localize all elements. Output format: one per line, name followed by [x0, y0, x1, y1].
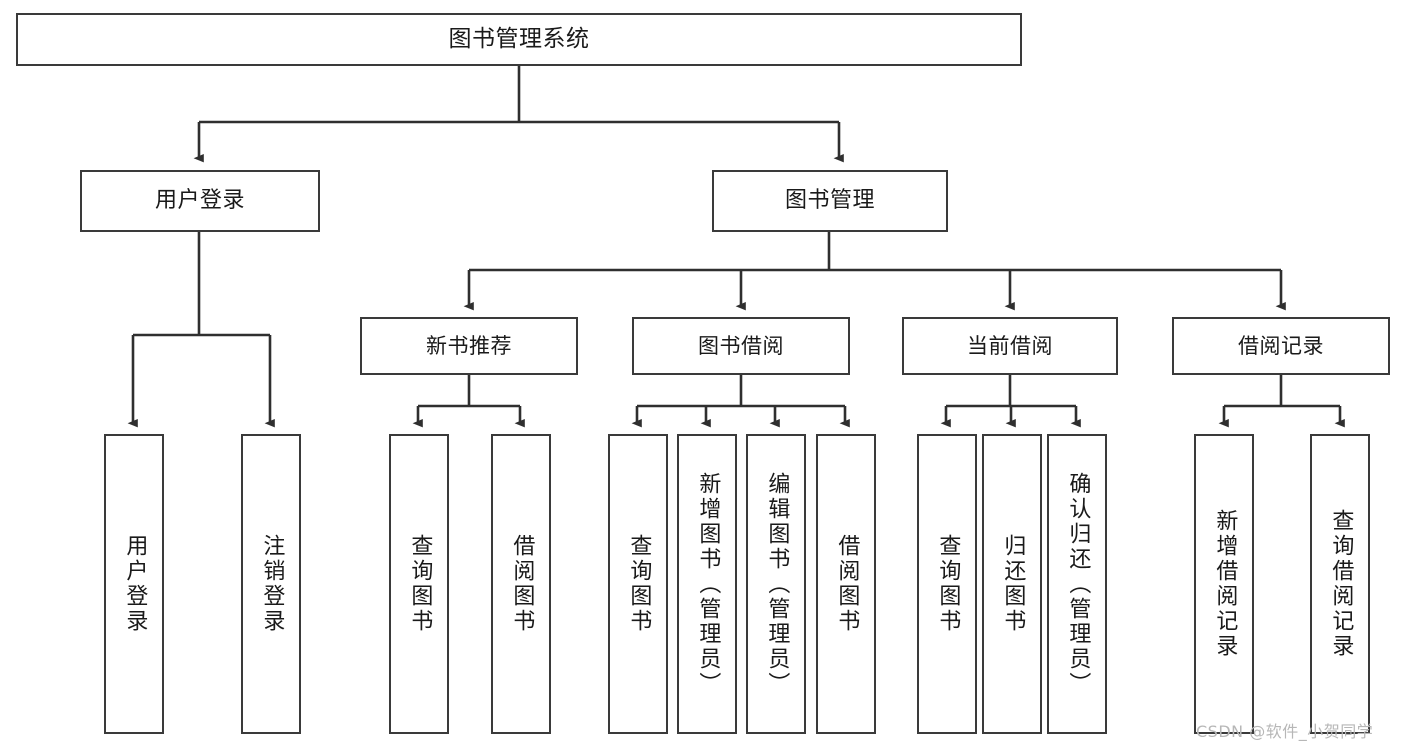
node-leaf-query-book-current[interactable]: 查询图书 — [917, 434, 977, 734]
node-leaf-add-borrow-record[interactable]: 新增借阅记录 — [1194, 434, 1254, 734]
node-leaf-return-book[interactable]: 归还图书 — [982, 434, 1042, 734]
node-label: 用户登录 — [122, 534, 148, 634]
node-leaf-add-book[interactable]: 新增图书（管理员） — [677, 434, 737, 734]
node-label: 借阅记录 — [1238, 333, 1324, 358]
node-label: 图书借阅 — [698, 333, 784, 358]
node-label: 当前借阅 — [967, 333, 1053, 358]
node-label: 新增图书（管理员） — [695, 471, 721, 697]
node-label: 确认归还（管理员） — [1065, 471, 1091, 697]
node-label: 图书管理 — [784, 188, 875, 214]
node-leaf-query-book-recommend[interactable]: 查询图书 — [389, 434, 449, 734]
node-label: 借阅图书 — [834, 534, 860, 634]
node-label: 查询借阅记录 — [1328, 509, 1354, 659]
node-label: 注销登录 — [259, 534, 285, 634]
node-user-login[interactable]: 用户登录 — [80, 170, 320, 232]
node-label: 查询图书 — [935, 534, 961, 634]
node-borrow-record[interactable]: 借阅记录 — [1172, 317, 1390, 375]
node-label: 借阅图书 — [509, 534, 535, 634]
node-new-book-recommend[interactable]: 新书推荐 — [360, 317, 578, 375]
watermark-text: CSDN @软件_小贺同学 — [1196, 722, 1374, 741]
node-label: 查询图书 — [407, 534, 433, 634]
node-book-management[interactable]: 图书管理 — [712, 170, 948, 232]
node-leaf-query-borrow-record[interactable]: 查询借阅记录 — [1310, 434, 1370, 734]
node-leaf-query-book-borrow[interactable]: 查询图书 — [608, 434, 668, 734]
node-label: 归还图书 — [1000, 534, 1026, 634]
node-leaf-user-login[interactable]: 用户登录 — [104, 434, 164, 734]
node-leaf-borrow-book-recommend[interactable]: 借阅图书 — [491, 434, 551, 734]
node-current-borrow[interactable]: 当前借阅 — [902, 317, 1118, 375]
node-label: 用户登录 — [154, 188, 245, 214]
node-label: 新书推荐 — [426, 333, 512, 358]
node-book-borrow[interactable]: 图书借阅 — [632, 317, 850, 375]
node-leaf-edit-book[interactable]: 编辑图书（管理员） — [746, 434, 806, 734]
node-root-book-management-system[interactable]: 图书管理系统 — [16, 13, 1022, 66]
node-label: 查询图书 — [626, 534, 652, 634]
node-label: 新增借阅记录 — [1212, 509, 1238, 659]
node-label: 图书管理系统 — [448, 25, 590, 52]
node-label: 编辑图书（管理员） — [764, 471, 790, 697]
node-leaf-user-logout[interactable]: 注销登录 — [241, 434, 301, 734]
node-leaf-confirm-return[interactable]: 确认归还（管理员） — [1047, 434, 1107, 734]
node-leaf-borrow-book[interactable]: 借阅图书 — [816, 434, 876, 734]
